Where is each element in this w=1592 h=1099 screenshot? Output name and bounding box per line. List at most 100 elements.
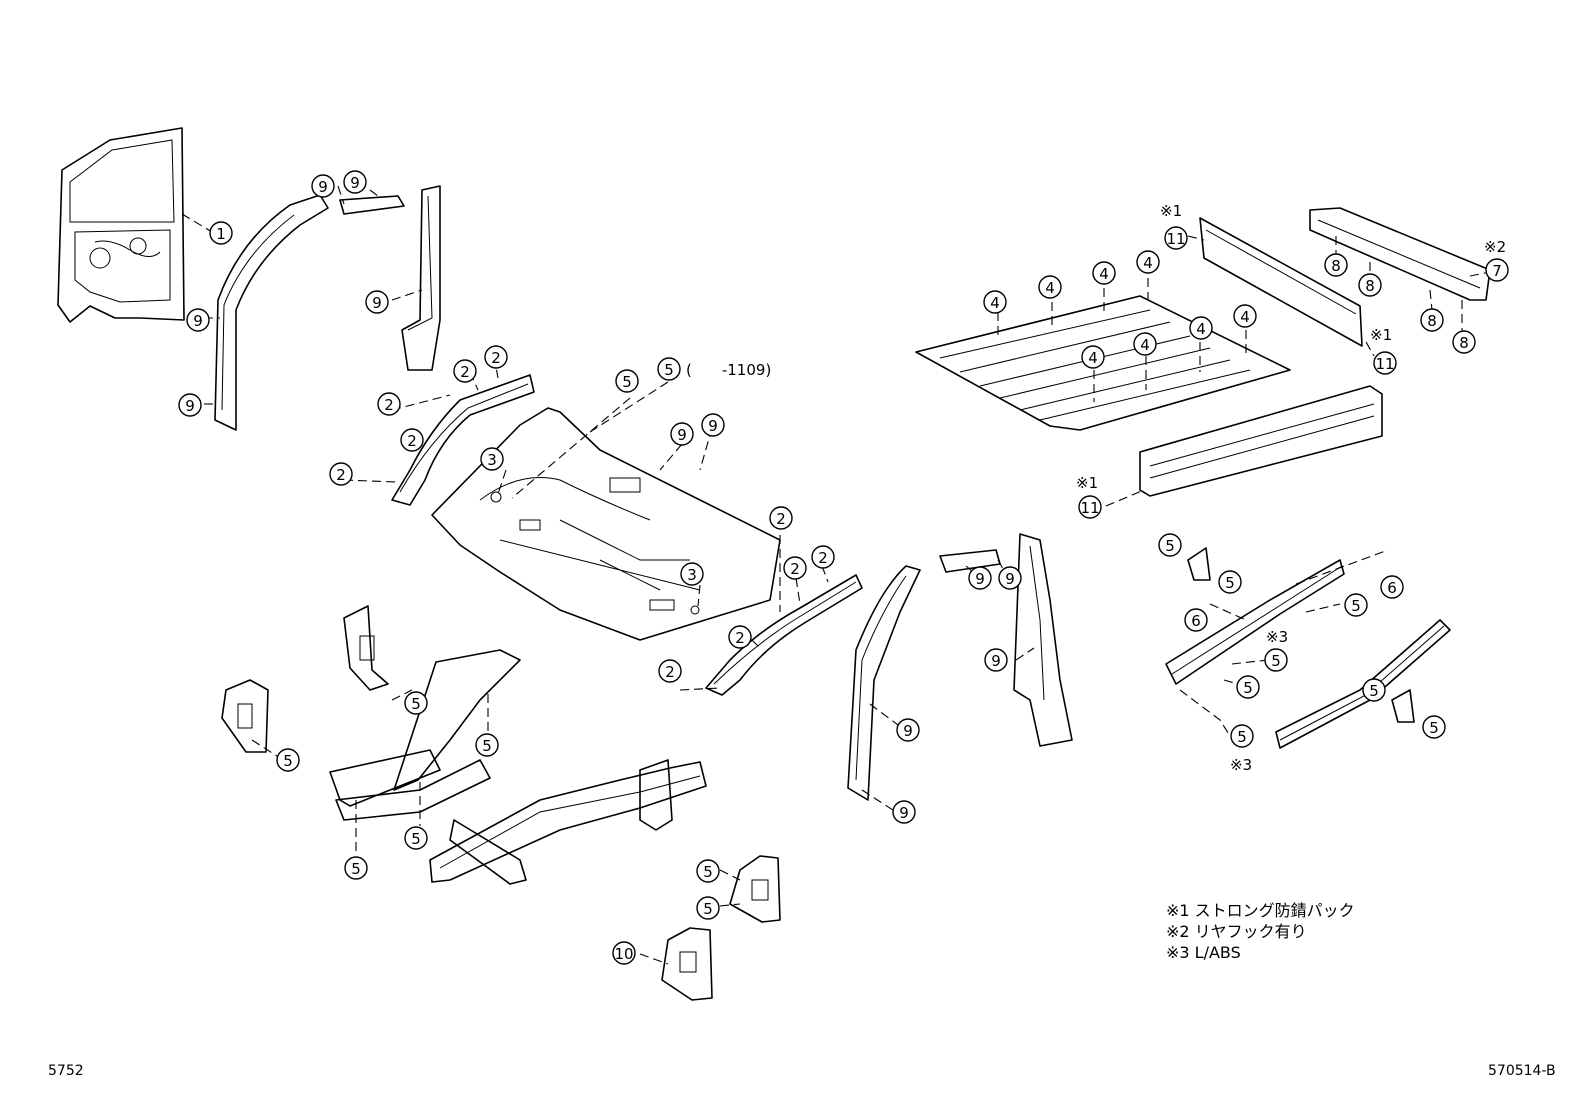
- callout-circle: [1233, 304, 1257, 328]
- callout-11: 11: [1164, 226, 1188, 250]
- figure-number: 5752: [48, 1063, 84, 1079]
- callout-5: 5: [696, 896, 720, 920]
- callout-circle: [1189, 316, 1213, 340]
- callout-number: 4: [1140, 336, 1150, 354]
- callout-6: 6: [1184, 608, 1208, 632]
- callout-circle: [178, 393, 202, 417]
- rear-side-panels: [1105, 217, 1383, 507]
- callout-4: 4: [1189, 316, 1213, 340]
- callout-circle: [1452, 330, 1476, 354]
- callout-2: 2: [811, 545, 835, 569]
- bottom-brackets: [639, 855, 781, 1001]
- callout-9: 9: [896, 718, 920, 742]
- callout-2: 2: [728, 625, 752, 649]
- rear-floor-deck: [915, 278, 1291, 431]
- callout-number: 11: [1375, 355, 1394, 373]
- callout-number: 4: [1045, 279, 1055, 297]
- callout-5: 5: [1264, 648, 1288, 672]
- mark-note-3-lower: ※3: [1230, 756, 1252, 774]
- center-pillar-left: [391, 185, 441, 371]
- callout-5: 5: [696, 859, 720, 883]
- callout-number: 2: [407, 432, 417, 450]
- callout-5: 5: [1422, 715, 1446, 739]
- callout-number: 2: [776, 510, 786, 528]
- mark-note-1-mid: ※1: [1370, 326, 1392, 344]
- callout-number: 8: [1427, 312, 1437, 330]
- callout-number: 9: [708, 417, 718, 435]
- callout-number: 9: [193, 312, 203, 330]
- callout-4: 4: [1081, 345, 1105, 369]
- callout-number: 8: [1365, 277, 1375, 295]
- callout-circle: [1358, 273, 1382, 297]
- callout-9: 9: [984, 648, 1008, 672]
- callout-number: 5: [411, 695, 421, 713]
- rocker-sill-right: [679, 535, 863, 696]
- callout-2: 2: [377, 392, 401, 416]
- callout-circle: [615, 369, 639, 393]
- mark-note-2: ※2: [1484, 238, 1506, 256]
- callout-8: 8: [1420, 308, 1444, 332]
- illustration-code: 570514-B: [1488, 1063, 1556, 1079]
- callout-8: 8: [1452, 330, 1476, 354]
- callout-number: 8: [1331, 257, 1341, 275]
- callout-10: 10: [612, 941, 636, 965]
- callout-2: 2: [769, 506, 793, 530]
- mark-note-3-upper: ※3: [1266, 628, 1288, 646]
- callout-circle: [400, 428, 424, 452]
- callout-number: 9: [185, 397, 195, 415]
- callout-5: 5: [276, 748, 300, 772]
- callout-circle: [612, 941, 636, 965]
- callout-4: 4: [1133, 332, 1157, 356]
- callout-number: 4: [990, 294, 1000, 312]
- rear-frame-members: [1165, 547, 1451, 749]
- legend-note-3: ※3 L/ABS: [1166, 943, 1241, 962]
- front-pillar-left: [204, 185, 405, 431]
- callout-circle: [1081, 345, 1105, 369]
- callout-circle: [680, 562, 704, 586]
- callout-circle: [1164, 226, 1188, 250]
- callout-number: 2: [665, 663, 675, 681]
- callout-number: 8: [1459, 334, 1469, 352]
- mark-note-1-lower: ※1: [1076, 474, 1098, 492]
- callout-number: 9: [899, 804, 909, 822]
- callout-circle: [896, 718, 920, 742]
- callout-number: 5: [1237, 728, 1247, 746]
- callout-number: 5: [664, 361, 674, 379]
- callout-circle: [1184, 608, 1208, 632]
- range-note: ( -1109): [686, 361, 771, 379]
- callout-circle: [1236, 675, 1260, 699]
- callout-number: 5: [482, 737, 492, 755]
- callout-number: 6: [1191, 612, 1201, 630]
- callout-5: 5: [475, 733, 499, 757]
- callout-number: 5: [1351, 597, 1361, 615]
- callout-number: 2: [790, 560, 800, 578]
- callout-number: 5: [1429, 719, 1439, 737]
- callout-circle: [1264, 648, 1288, 672]
- callout-circle: [657, 357, 681, 381]
- callout-number: 3: [487, 451, 497, 469]
- callout-circle: [1380, 575, 1404, 599]
- callout-9: 9: [178, 393, 202, 417]
- callout-circle: [983, 290, 1007, 314]
- callout-circle: [1133, 332, 1157, 356]
- callout-2: 2: [484, 345, 508, 369]
- callout-circle: [1078, 495, 1102, 519]
- callout-number: 9: [991, 652, 1001, 670]
- callout-circle: [209, 221, 233, 245]
- callout-2: 2: [400, 428, 424, 452]
- callout-5: 5: [1362, 678, 1386, 702]
- callout-8: 8: [1324, 253, 1348, 277]
- callout-number: 6: [1387, 579, 1397, 597]
- callout-circle: [696, 859, 720, 883]
- callout-circle: [728, 625, 752, 649]
- callout-number: 5: [703, 863, 713, 881]
- callout-9: 9: [968, 566, 992, 590]
- front-frame-members: [221, 605, 707, 885]
- callout-number: 5: [1271, 652, 1281, 670]
- callout-circle: [475, 733, 499, 757]
- callout-number: 5: [703, 900, 713, 918]
- callout-4: 4: [1092, 261, 1116, 285]
- callout-4: 4: [1038, 275, 1062, 299]
- callout-5: 5: [1218, 570, 1242, 594]
- callout-5: 5: [404, 826, 428, 850]
